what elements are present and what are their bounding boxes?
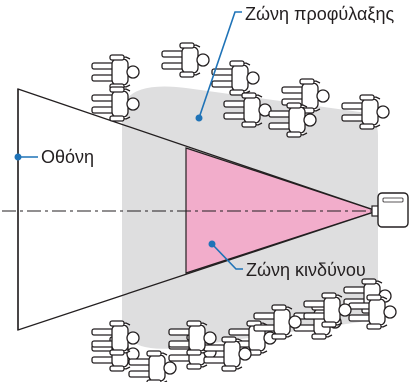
seated-person-icon [91,54,140,90]
protection-zone-label: Ζώνη προφύλαξης [245,4,394,24]
screen-leader [14,153,38,161]
danger-zone-label: Ζώνη κινδύνου [246,260,366,280]
projector-icon [371,192,409,228]
danger-zone-leader [208,240,243,270]
seated-person-icon [161,42,210,78]
seated-person-icon [211,60,260,96]
protection-zone-leader [195,11,242,122]
screen-label: Οθόνη [41,147,94,167]
